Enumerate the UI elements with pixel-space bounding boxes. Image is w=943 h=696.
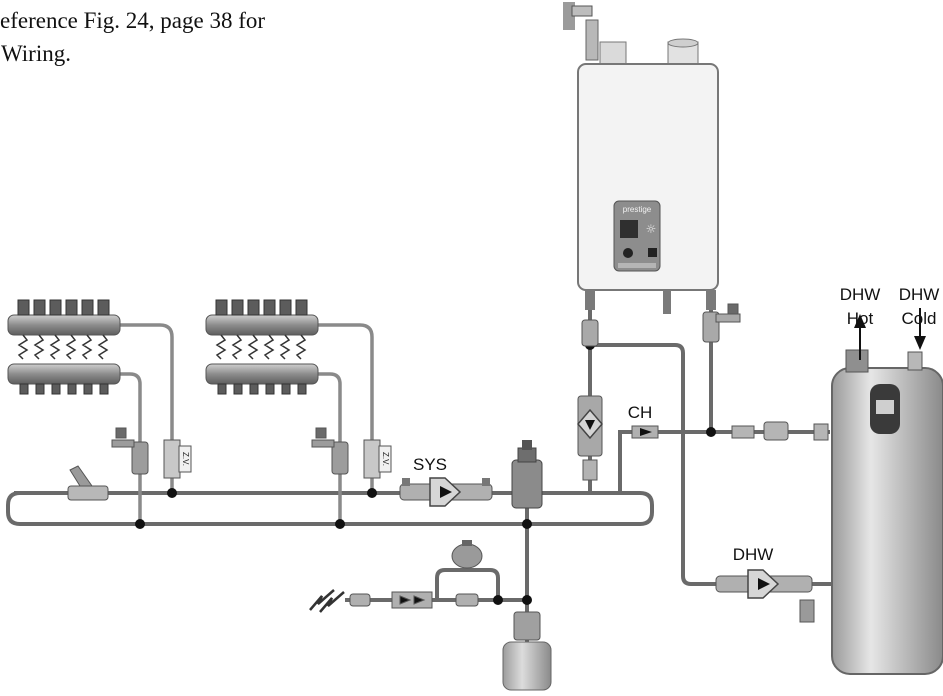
makeup-valves <box>349 591 479 609</box>
dhw-hot-label-line1: DHW <box>840 285 881 304</box>
zone-valve-2: Z.V. <box>363 439 392 479</box>
boiler-isolation-valves <box>581 303 741 347</box>
air-separator <box>511 440 543 509</box>
svg-text:☼: ☼ <box>646 222 657 236</box>
reference-line-2: Wiring. <box>1 41 71 66</box>
dhw-hot-label-line2: Hot <box>847 309 874 328</box>
dhw-return-fittings <box>731 421 829 441</box>
reference-line-1: eference Fig. 24, page 38 for <box>0 8 266 33</box>
wye-strainer <box>67 465 109 501</box>
expansion-tank <box>502 611 552 691</box>
ch-check-valve <box>631 425 659 439</box>
boiler-control-panel: prestige ☼ <box>613 200 661 272</box>
indirect-water-heater <box>831 349 943 675</box>
boiler-air-intake <box>563 2 627 65</box>
dhw-cold-arrow-icon <box>914 308 926 350</box>
zone2-manifold <box>205 299 319 395</box>
primary-loop-pipe <box>6 491 654 526</box>
zone2-return-pipe <box>318 372 342 524</box>
zone1-return-pipe <box>120 372 142 524</box>
boiler-unit: prestige ☼ <box>563 2 719 314</box>
bypass-pipe <box>435 568 500 600</box>
ch-supply-pipe <box>618 430 830 493</box>
dhw-hot-arrow-icon <box>854 314 866 360</box>
cold-water-supply-break-icon <box>309 589 345 613</box>
zone-valve-1-label: Z.V. <box>181 452 190 466</box>
ch-label: CH <box>628 403 653 422</box>
dhw-pump <box>715 569 815 623</box>
zone1-manifold <box>7 299 121 395</box>
boiler-pump <box>577 395 603 481</box>
dhw-cold-label-line2: Cold <box>902 309 937 328</box>
boiler-brand-label: prestige <box>623 205 652 214</box>
wiring-reference-note: eference Fig. 24, page 38 for Wiring. <box>0 4 400 70</box>
junction-dots <box>135 340 716 605</box>
pressure-reducing-valve <box>451 540 483 569</box>
zone-valve-2-label: Z.V. <box>381 452 390 466</box>
zone2-supply-pipe <box>318 323 374 493</box>
dhw-cold-label-line1: DHW <box>899 285 940 304</box>
zone1-supply-pipe <box>120 323 174 493</box>
boiler-exhaust-vent <box>667 38 699 65</box>
zone-valve-1: Z.V. <box>163 439 192 479</box>
dhw-pump-label: DHW <box>733 545 774 564</box>
sys-pump-label: SYS <box>413 455 447 474</box>
sys-pump <box>399 477 493 507</box>
dhw-loop-pipe <box>590 343 832 586</box>
zone-drain-valves <box>111 427 349 475</box>
